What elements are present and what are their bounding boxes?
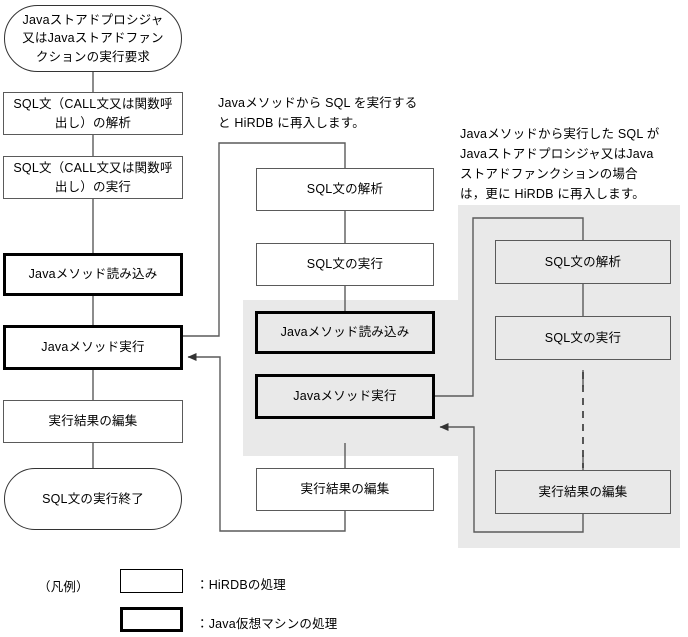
legend-text-jvm: ：Java仮想マシンの処理 (196, 617, 338, 631)
note-reentry-second: Javaメソッドから実行した SQL が Javaストアドプロシジャ又はJava… (460, 127, 660, 201)
node-end: SQL文の実行終了 (4, 468, 182, 530)
node-right-result-edit: 実行結果の編集 (495, 470, 671, 514)
legend-swatch-jvm (120, 607, 183, 632)
node-java-method-run: Javaメソッド実行 (3, 325, 183, 370)
node-mid-java-method-run: Javaメソッド実行 (255, 374, 435, 419)
node-right-sql-exec: SQL文の実行 (495, 316, 671, 360)
node-mid-result-edit: 実行結果の編集 (256, 468, 434, 511)
node-sql-exec: SQL文（CALL文又は関数呼 出し）の実行 (3, 156, 183, 199)
legend-text-hirdb: ：HiRDBの処理 (196, 578, 286, 592)
node-right-sql-parse: SQL文の解析 (495, 240, 671, 284)
legend-caption: （凡例） (38, 580, 89, 594)
legend-swatch-hirdb (120, 569, 183, 593)
node-java-method-load: Javaメソッド読み込み (3, 253, 183, 296)
node-sql-parse: SQL文（CALL文又は関数呼 出し）の解析 (3, 92, 183, 135)
node-mid-java-method-load: Javaメソッド読み込み (255, 311, 435, 354)
node-result-edit: 実行結果の編集 (3, 400, 183, 443)
note-reentry-first: Javaメソッドから SQL を実行する と HiRDB に再入します。 (218, 96, 418, 130)
node-start: Javaストアドプロシジャ 又はJavaストアドファン クションの実行要求 (4, 5, 182, 72)
node-mid-sql-parse: SQL文の解析 (256, 168, 434, 211)
node-mid-sql-exec: SQL文の実行 (256, 243, 434, 286)
